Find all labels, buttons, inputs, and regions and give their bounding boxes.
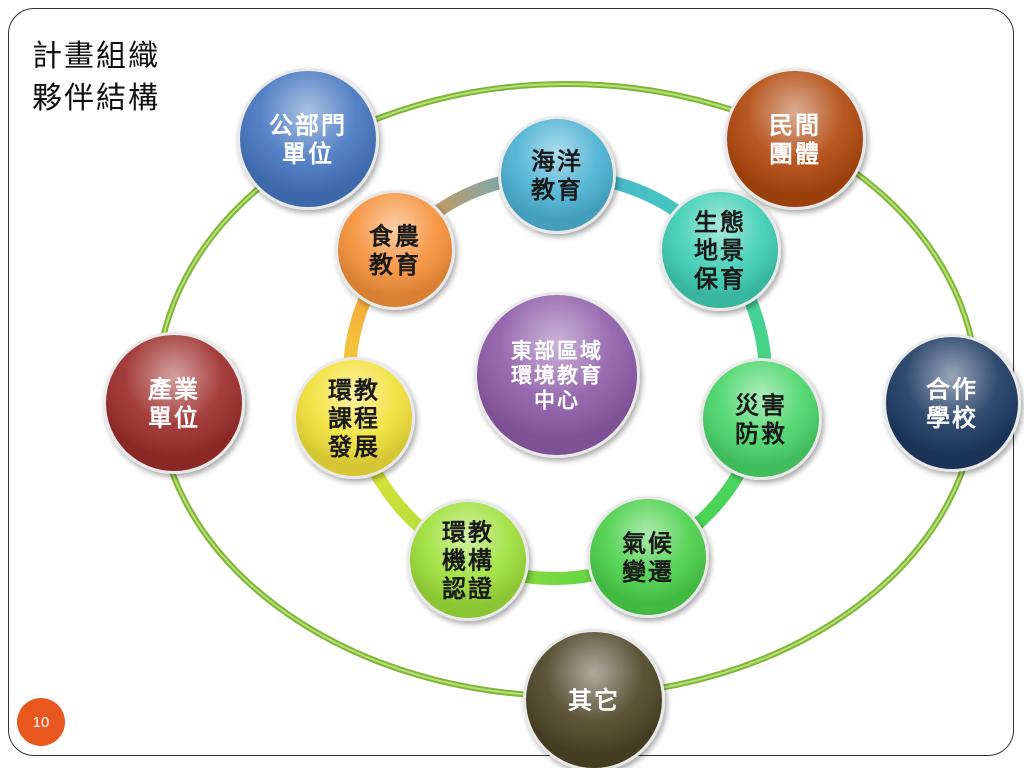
outer-node-industry-label-line: 單位 [148, 403, 200, 432]
inner-node-food-label-line: 教育 [369, 250, 421, 279]
outer-node-other-label-line: 其它 [568, 686, 620, 715]
inner-node-climate-label-line: 變遷 [622, 557, 674, 586]
inner-node-disaster-label-line: 防救 [735, 419, 787, 448]
outer-node-civil-label-line: 民間 [769, 110, 821, 139]
outer-node-civil-label-line: 團體 [769, 139, 821, 168]
inner-node-certification-gloss [410, 502, 526, 618]
inner-node-curriculum-label-line: 發展 [327, 432, 380, 461]
inner-node-certification-label-line: 認證 [442, 574, 494, 603]
outer-node-other: 其它 [523, 629, 665, 768]
inner-node-ocean-label-line: 海洋 [531, 146, 583, 175]
inner-node-ecology-label-line: 地景 [694, 236, 746, 265]
inner-node-ecology-label-line: 生態 [694, 207, 746, 236]
inner-node-climate-gloss [590, 499, 706, 615]
outer-node-civil-gloss [727, 71, 863, 207]
outer-node-public-label-line: 公部門 [269, 110, 347, 139]
inner-node-food-gloss [338, 193, 452, 307]
inner-node-curriculum-label-line: 環教 [328, 375, 380, 404]
inner-node-certification-label-line: 機構 [442, 546, 494, 575]
inner-node-ocean-gloss [501, 119, 613, 231]
inner-node-ecology-label-line: 保育 [693, 264, 746, 293]
center-node-circle-group-label-line: 環境教育 [511, 363, 603, 388]
center-node-circle-group-gloss [477, 295, 637, 455]
inner-node-climate-label-line: 氣候 [622, 528, 674, 557]
inner-node-curriculum-gloss [296, 360, 412, 476]
outer-node-other-gloss [526, 632, 662, 768]
title-line-2: 夥伴結構 [32, 81, 160, 116]
outer-node-school-label-line: 合作 [926, 374, 978, 403]
outer-node-industry-label-line: 產業 [148, 374, 200, 403]
outer-node-public-label-line: 單位 [282, 139, 334, 168]
slide-title: 計畫組織 夥伴結構 [32, 36, 160, 120]
inner-node-ecology-gloss [662, 192, 778, 308]
inner-node-curriculum-label-line: 課程 [328, 404, 380, 433]
inner-node-food-label-line: 食農 [369, 221, 421, 250]
outer-node-public-gloss [240, 71, 376, 207]
outer-node-school-gloss [886, 337, 1018, 469]
page-number: 10 [17, 698, 65, 746]
inner-node-disaster-gloss [703, 361, 819, 477]
inner-node-ocean-label-line: 教育 [531, 175, 583, 204]
title-line-1: 計畫組織 [32, 39, 160, 74]
inner-node-disaster-label-line: 災害 [735, 390, 787, 419]
center-node-circle-group-label-line: 東部區域 [511, 338, 603, 363]
inner-node-certification-label-line: 環教 [442, 517, 494, 546]
center-node-circle-group-label-line: 中心 [534, 387, 580, 412]
outer-node-school-label-line: 學校 [926, 403, 978, 432]
outer-node-industry-gloss [106, 335, 242, 471]
